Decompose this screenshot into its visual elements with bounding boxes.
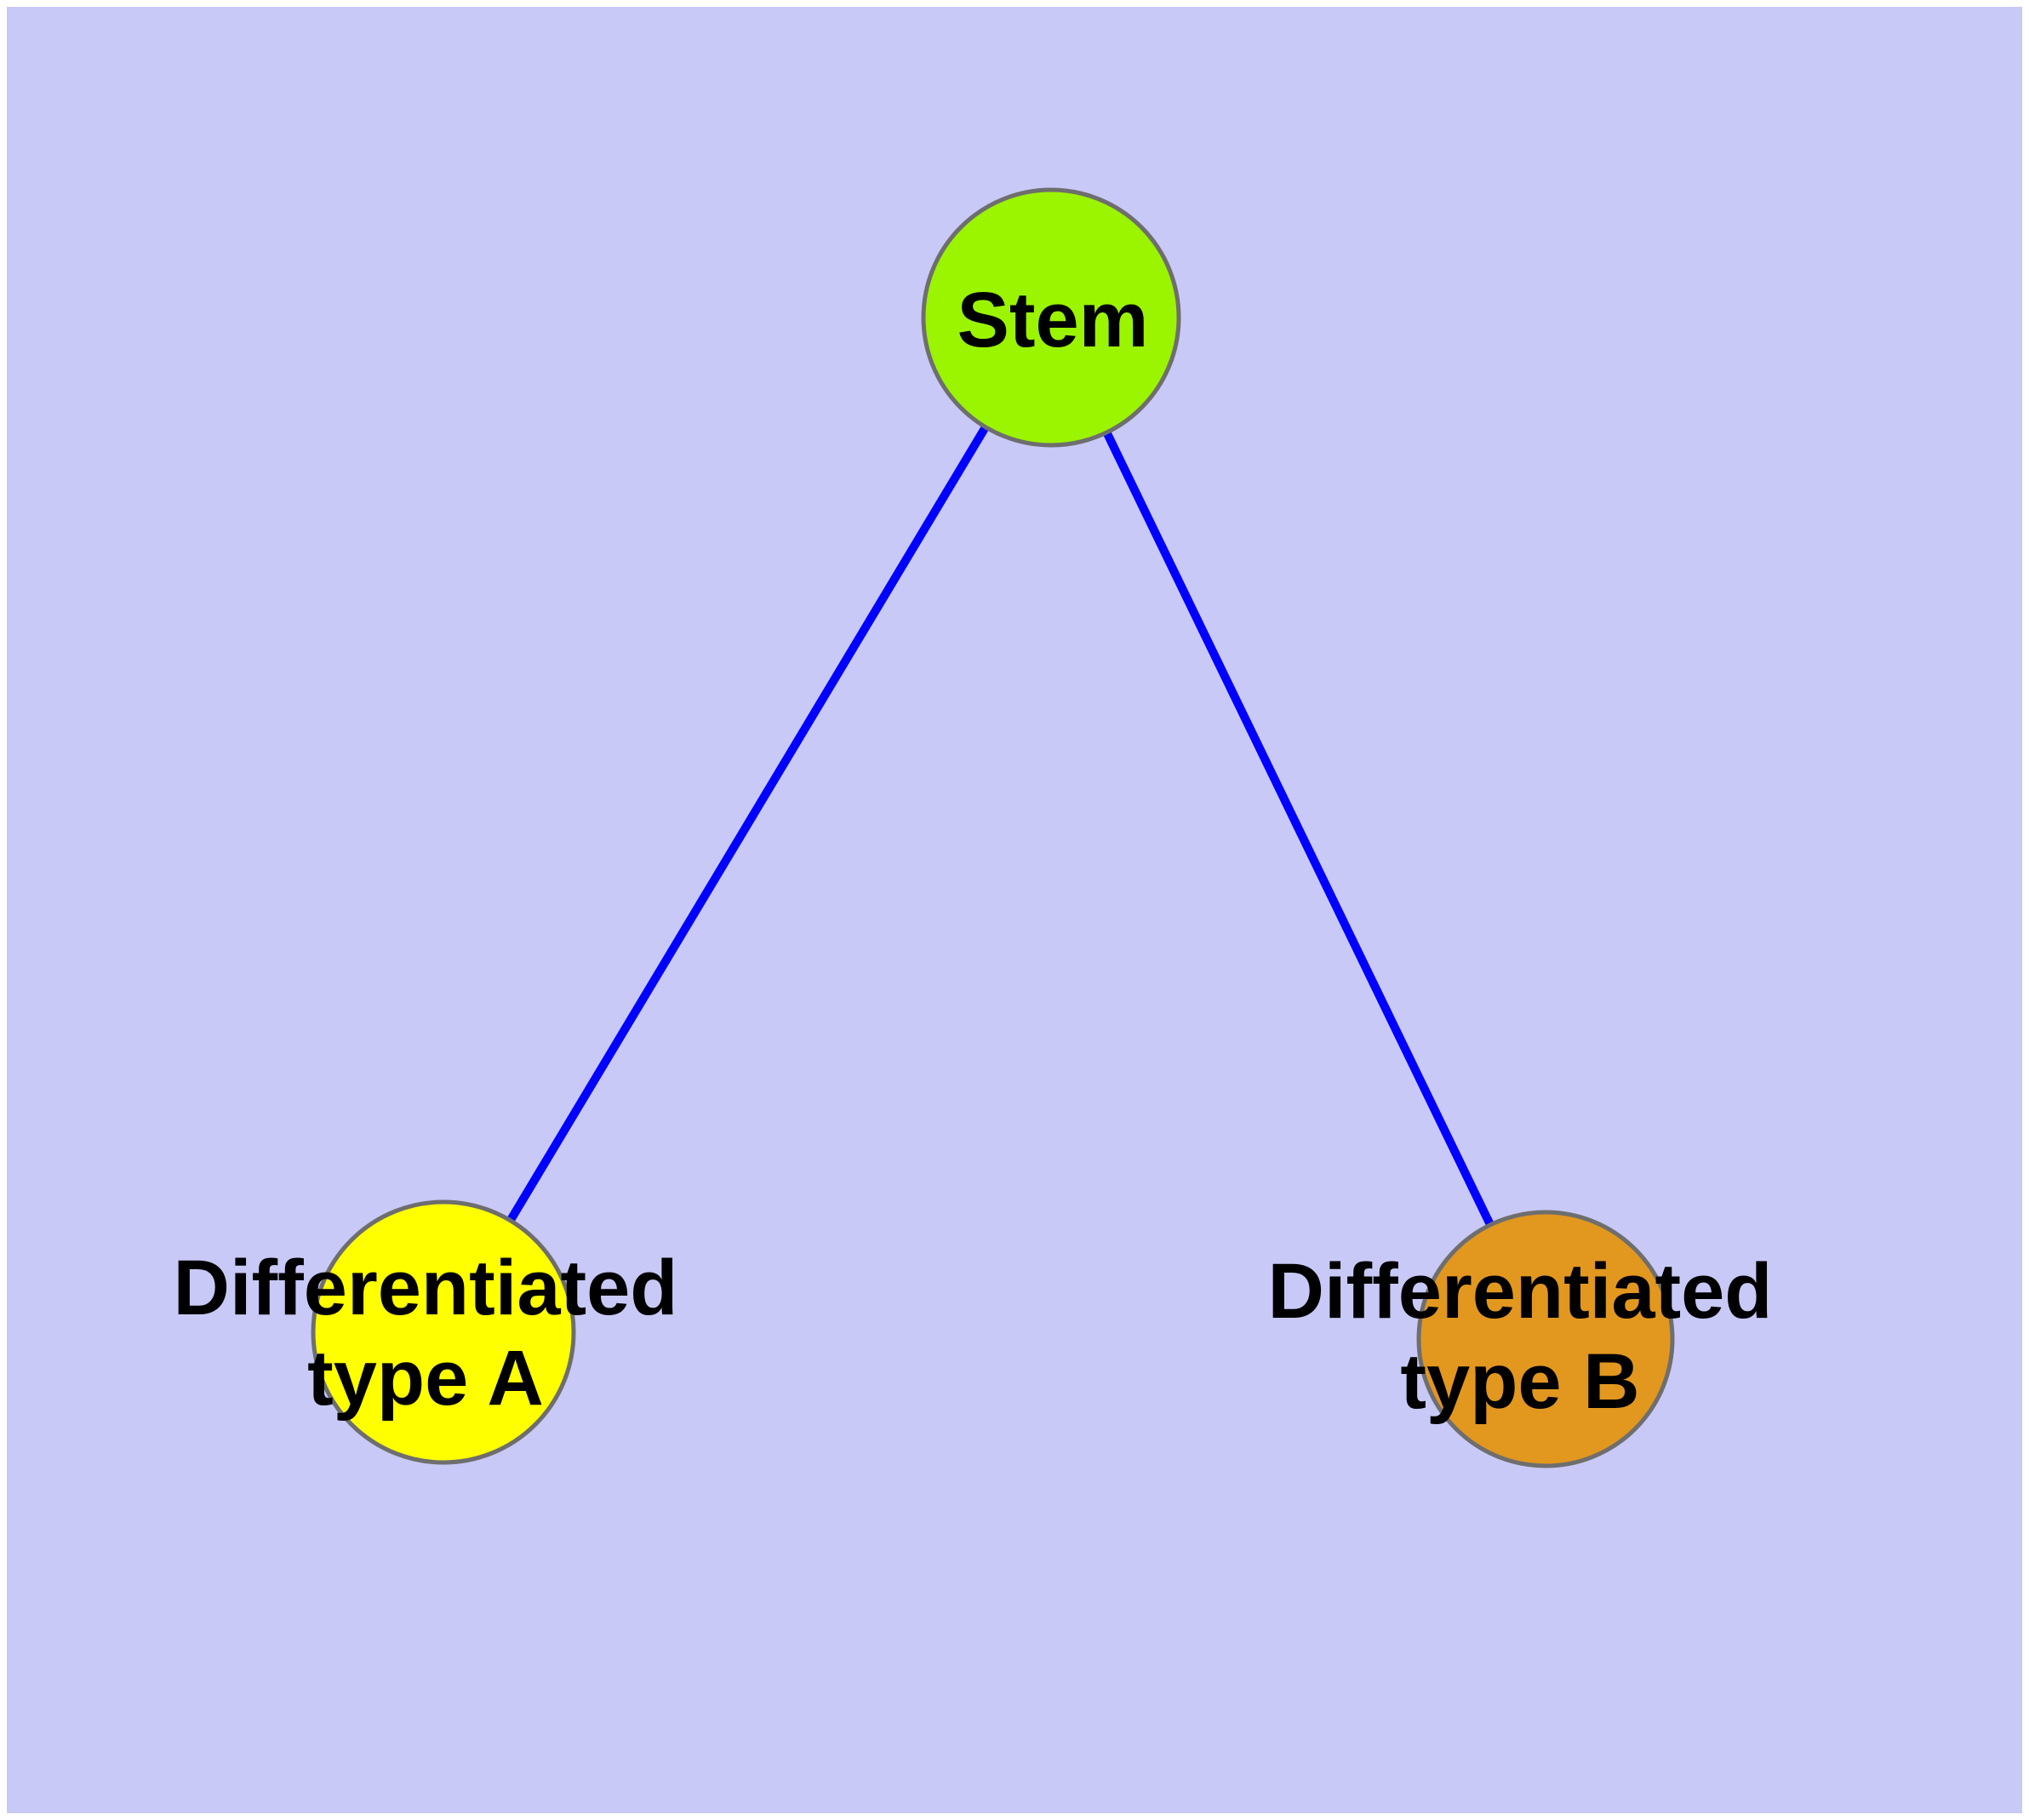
node-label-type-a-line-2: type A	[307, 1335, 544, 1422]
node-label-differentiated-type-b: Differentiated type B	[1268, 1246, 1773, 1427]
node-label-differentiated-type-a: Differentiated type A	[174, 1243, 678, 1423]
node-stem	[921, 187, 1181, 448]
edge-stem-to-type-a	[439, 315, 1055, 1335]
node-label-type-b-line-2: type B	[1400, 1338, 1640, 1425]
node-label-type-b-line-1: Differentiated	[1267, 1248, 1773, 1335]
node-label-stem-line-1: Stem	[957, 277, 1149, 363]
node-label-type-a-line-1: Differentiated	[173, 1245, 678, 1331]
node-differentiated-type-a	[311, 1199, 576, 1465]
edge-stem-to-type-b	[1047, 315, 1550, 1342]
node-label-stem: Stem	[957, 275, 1149, 365]
node-differentiated-type-b	[1416, 1210, 1675, 1468]
